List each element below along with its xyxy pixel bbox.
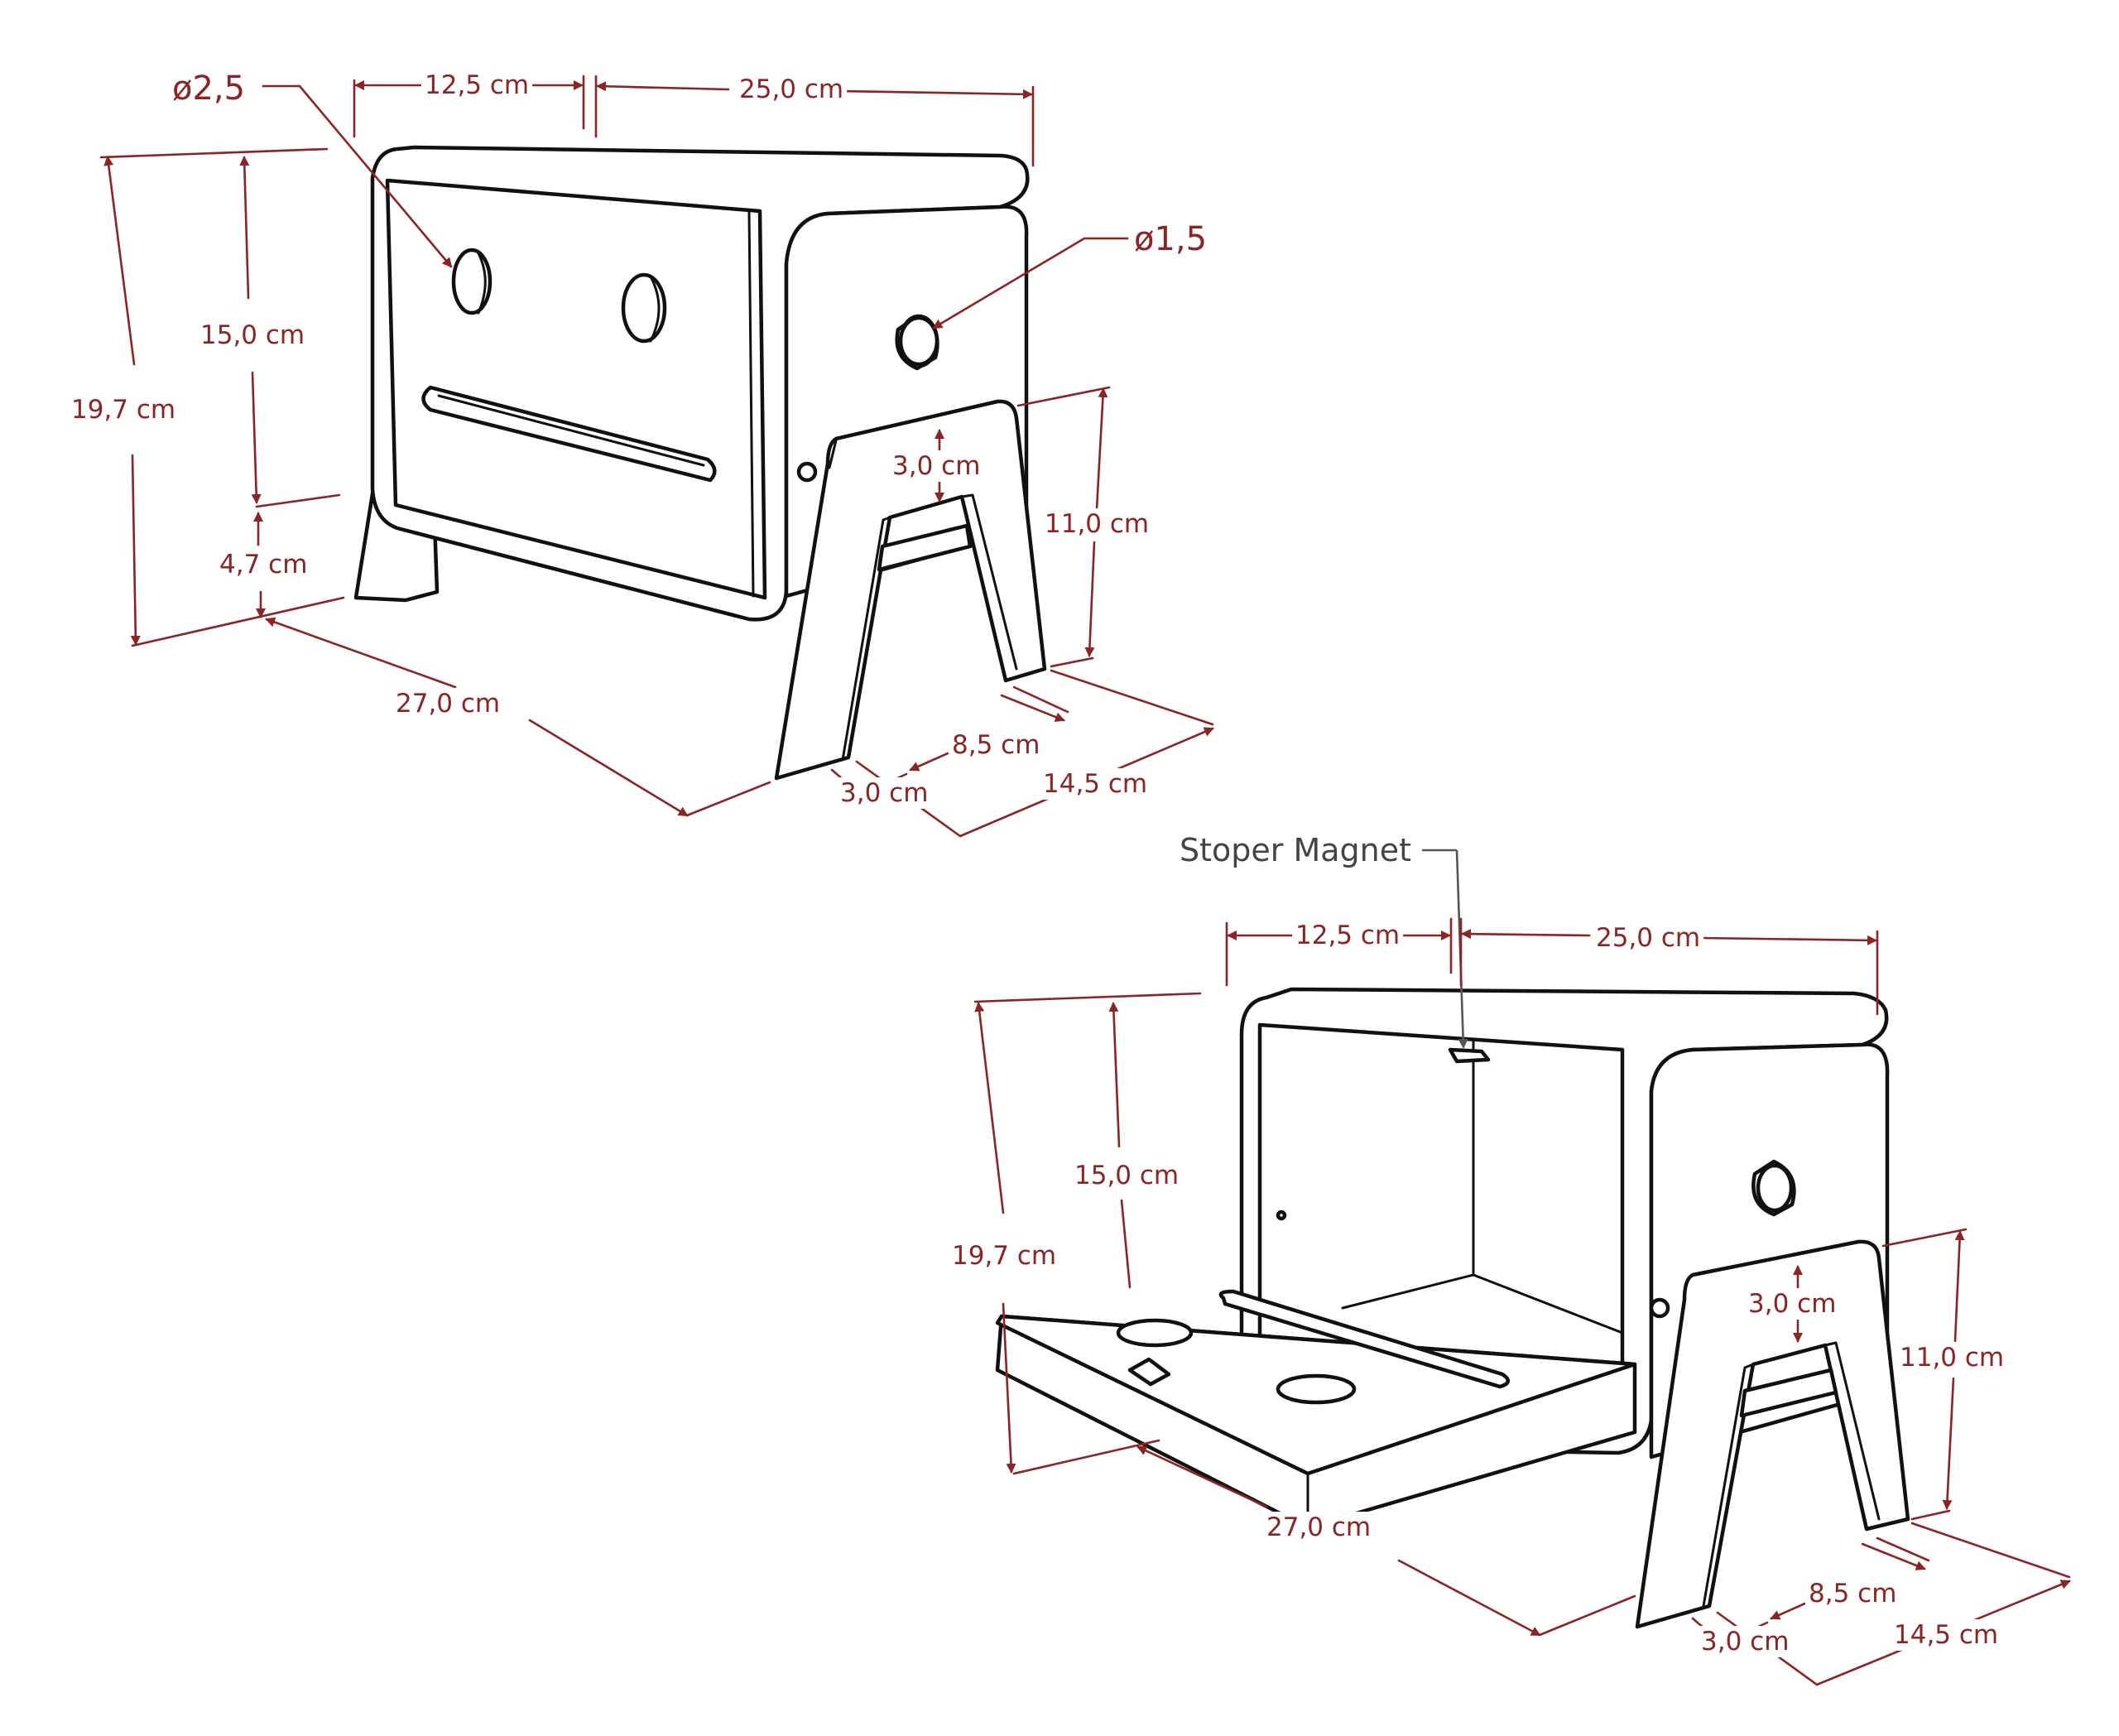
dim2-width-left: 12,5 cm xyxy=(1295,921,1400,950)
dim-depth: 27,0 cm xyxy=(396,689,500,719)
open-cabinet-labels: Stoper Magnet 12,5 cm 25,0 cm 19,7 cm 15… xyxy=(949,831,2008,1657)
dim2-leg-gap: 8,5 cm xyxy=(1809,1579,1896,1609)
callout-stoper-magnet: Stoper Magnet xyxy=(1180,832,1411,868)
dim2-leg-width: 14,5 cm xyxy=(1894,1620,1998,1650)
open-cabinet-dimensions xyxy=(973,917,2071,1686)
door-inner-edge xyxy=(747,211,755,598)
stoper-magnet xyxy=(1448,1047,1491,1064)
dim-leg-foot: 3,0 cm xyxy=(840,778,928,808)
open-side-knob xyxy=(1756,1163,1794,1213)
closed-cabinet-labels: 12,5 cm 25,0 cm ø2,5 ø1,5 19,7 cm 15,0 c… xyxy=(68,70,1207,809)
door-hole-left xyxy=(451,248,493,315)
dim2-leg-foot: 3,0 cm xyxy=(1701,1627,1789,1657)
dim-width-left: 12,5 cm xyxy=(425,70,529,100)
door-hole-right xyxy=(621,272,667,344)
dim-leg-top: 3,0 cm xyxy=(892,451,980,481)
dim-leg-height: 11,0 cm xyxy=(1045,509,1149,539)
dim-hole-small: ø1,5 xyxy=(1134,220,1207,258)
dim2-depth: 27,0 cm xyxy=(1266,1512,1371,1542)
dim-height-total: 19,7 cm xyxy=(71,395,175,425)
closed-cabinet-drawing xyxy=(353,145,1047,781)
closed-cabinet-dimensions xyxy=(99,75,1214,838)
open-cabinet-drawing xyxy=(995,987,1910,1629)
dim-height-leg: 4,7 cm xyxy=(219,550,307,579)
dim-width-right: 25,0 cm xyxy=(739,75,843,104)
open-door-slot xyxy=(1218,1289,1510,1389)
open-door-hole-right xyxy=(1276,1373,1357,1405)
open-door-hole-left xyxy=(1116,1318,1194,1348)
dim-leg-width: 14,5 cm xyxy=(1043,769,1147,799)
dim2-height-total: 19,7 cm xyxy=(952,1241,1056,1271)
dim2-width-right: 25,0 cm xyxy=(1596,923,1700,953)
dim2-leg-height: 11,0 cm xyxy=(1900,1343,2004,1373)
dim2-height-body: 15,0 cm xyxy=(1074,1161,1179,1190)
dim-height-body: 15,0 cm xyxy=(200,320,305,350)
side-screw xyxy=(796,461,818,483)
dim-leg-gap: 8,5 cm xyxy=(952,730,1040,760)
dim-hole-large: ø2,5 xyxy=(172,70,245,108)
dim2-leg-top: 3,0 cm xyxy=(1748,1289,1836,1319)
open-side-screw xyxy=(1649,1297,1670,1319)
